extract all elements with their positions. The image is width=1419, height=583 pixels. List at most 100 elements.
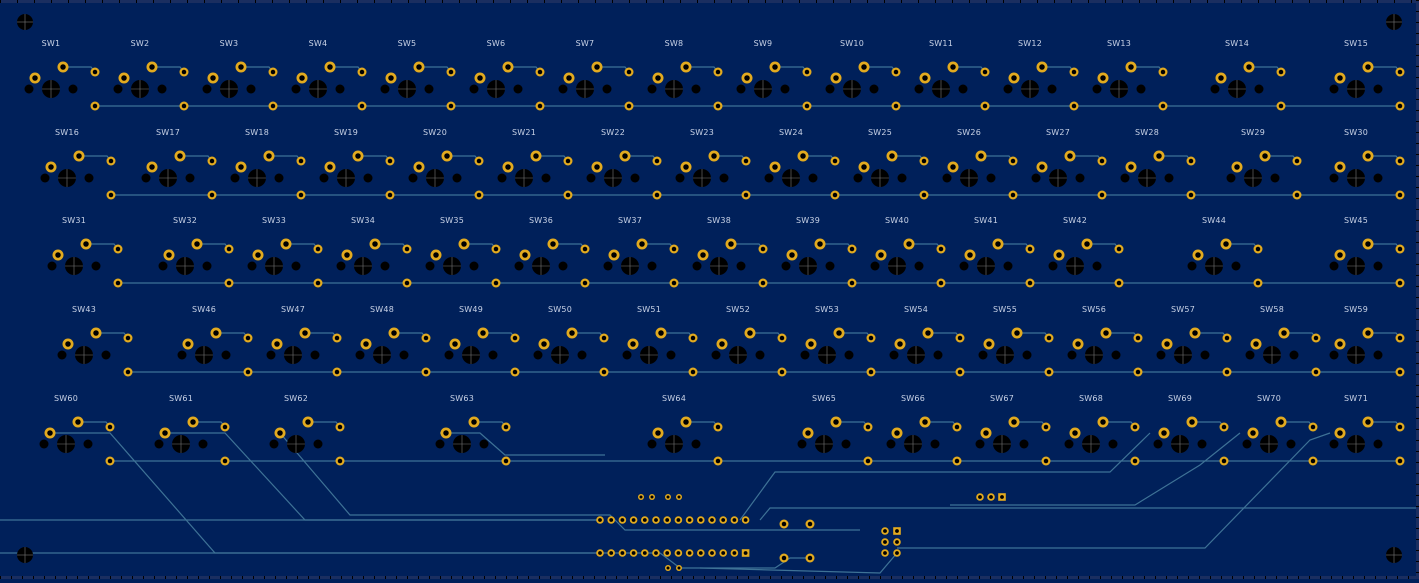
switch-peg-hole: [1003, 84, 1013, 94]
switch-label: SW26: [957, 128, 981, 137]
switch-peg-hole: [247, 261, 257, 271]
switch-peg-hole: [514, 261, 524, 271]
traces: [0, 66, 1419, 574]
switch-peg-hole: [692, 261, 702, 271]
switch-label: SW67: [990, 394, 1014, 403]
switch-peg-hole: [24, 84, 34, 94]
switch-peg-hole: [469, 261, 479, 271]
switch-peg-hole: [869, 84, 879, 94]
switch-peg-hole: [399, 350, 409, 360]
switch-peg-hole: [83, 439, 93, 449]
switch-label: SW33: [262, 216, 286, 225]
switch-peg-hole: [1329, 350, 1339, 360]
switch-peg-hole: [558, 84, 568, 94]
switch-peg-hole: [736, 261, 746, 271]
switch-label: SW32: [173, 216, 197, 225]
switch-peg-hole: [797, 439, 807, 449]
switch-peg-hole: [1136, 84, 1146, 94]
switch-peg-hole: [479, 439, 489, 449]
switch-peg-hole: [897, 173, 907, 183]
switch-label: SW69: [1168, 394, 1192, 403]
switch-peg-hole: [800, 350, 810, 360]
switch-peg-hole: [841, 439, 851, 449]
switch-label: SW18: [245, 128, 269, 137]
pads: [17, 14, 1405, 571]
switch-peg-hole: [84, 173, 94, 183]
switch-peg-hole: [1003, 261, 1013, 271]
switch-label: SW23: [690, 128, 714, 137]
switch-label: SW42: [1063, 216, 1087, 225]
switch-peg-hole: [1373, 173, 1383, 183]
switch-peg-hole: [154, 439, 164, 449]
switch-label: SW44: [1202, 216, 1226, 225]
switch-peg-hole: [488, 350, 498, 360]
switch-peg-hole: [930, 439, 940, 449]
switch-peg-hole: [1075, 173, 1085, 183]
switch-peg-hole: [1092, 261, 1102, 271]
switch-peg-hole: [622, 350, 632, 360]
switch-peg-hole: [221, 350, 231, 360]
switch-peg-hole: [1286, 439, 1296, 449]
switch-peg-hole: [1108, 439, 1118, 449]
ruler-bottom: [0, 576, 1419, 579]
switch-label: SW39: [796, 216, 820, 225]
switch-peg-hole: [1210, 84, 1220, 94]
switch-label: SW47: [281, 305, 305, 314]
switch-label: SW9: [753, 39, 773, 48]
switch-peg-hole: [198, 439, 208, 449]
switch-peg-hole: [68, 84, 78, 94]
switch-peg-hole: [513, 84, 523, 94]
switch-label: SW16: [55, 128, 79, 137]
switch-peg-hole: [1373, 84, 1383, 94]
switch-peg-hole: [269, 439, 279, 449]
switch-peg-hole: [1200, 350, 1210, 360]
switch-peg-hole: [764, 173, 774, 183]
switch-peg-hole: [533, 350, 543, 360]
switch-label: SW54: [904, 305, 928, 314]
switch-label: SW36: [529, 216, 553, 225]
switch-peg-hole: [444, 350, 454, 360]
switch-peg-hole: [39, 439, 49, 449]
switch-label: SW56: [1082, 305, 1106, 314]
switch-peg-hole: [808, 173, 818, 183]
switch-label: SW4: [308, 39, 328, 48]
switch-peg-hole: [825, 84, 835, 94]
switch-label: SW7: [575, 39, 595, 48]
switch-peg-hole: [577, 350, 587, 360]
switch-peg-hole: [666, 350, 676, 360]
switch-peg-hole: [424, 84, 434, 94]
switch-peg-hole: [380, 261, 390, 271]
switch-peg-hole: [1231, 261, 1241, 271]
switch-label: SW60: [54, 394, 78, 403]
switch-peg-hole: [335, 84, 345, 94]
switch-peg-hole: [57, 350, 67, 360]
switch-label: SW40: [885, 216, 909, 225]
switch-peg-hole: [435, 439, 445, 449]
switch-peg-hole: [101, 350, 111, 360]
switch-peg-hole: [113, 84, 123, 94]
switch-label: SW31: [62, 216, 86, 225]
switch-label: SW70: [1257, 394, 1281, 403]
switch-peg-hole: [886, 439, 896, 449]
switch-peg-hole: [452, 173, 462, 183]
switch-peg-hole: [497, 173, 507, 183]
switch-label: SW14: [1225, 39, 1249, 48]
switch-peg-hole: [177, 350, 187, 360]
switch-peg-hole: [844, 350, 854, 360]
switch-peg-hole: [853, 173, 863, 183]
switch-label: SW61: [169, 394, 193, 403]
switch-peg-hole: [933, 350, 943, 360]
switch-peg-hole: [1373, 439, 1383, 449]
switch-peg-hole: [1067, 350, 1077, 360]
switch-peg-hole: [1031, 173, 1041, 183]
ruler-right: [1416, 0, 1419, 579]
switch-peg-hole: [1156, 350, 1166, 360]
switch-label: SW28: [1135, 128, 1159, 137]
switch-peg-hole: [691, 439, 701, 449]
switch-peg-hole: [408, 173, 418, 183]
switch-peg-hole: [780, 84, 790, 94]
switch-peg-hole: [719, 173, 729, 183]
switch-peg-hole: [958, 84, 968, 94]
